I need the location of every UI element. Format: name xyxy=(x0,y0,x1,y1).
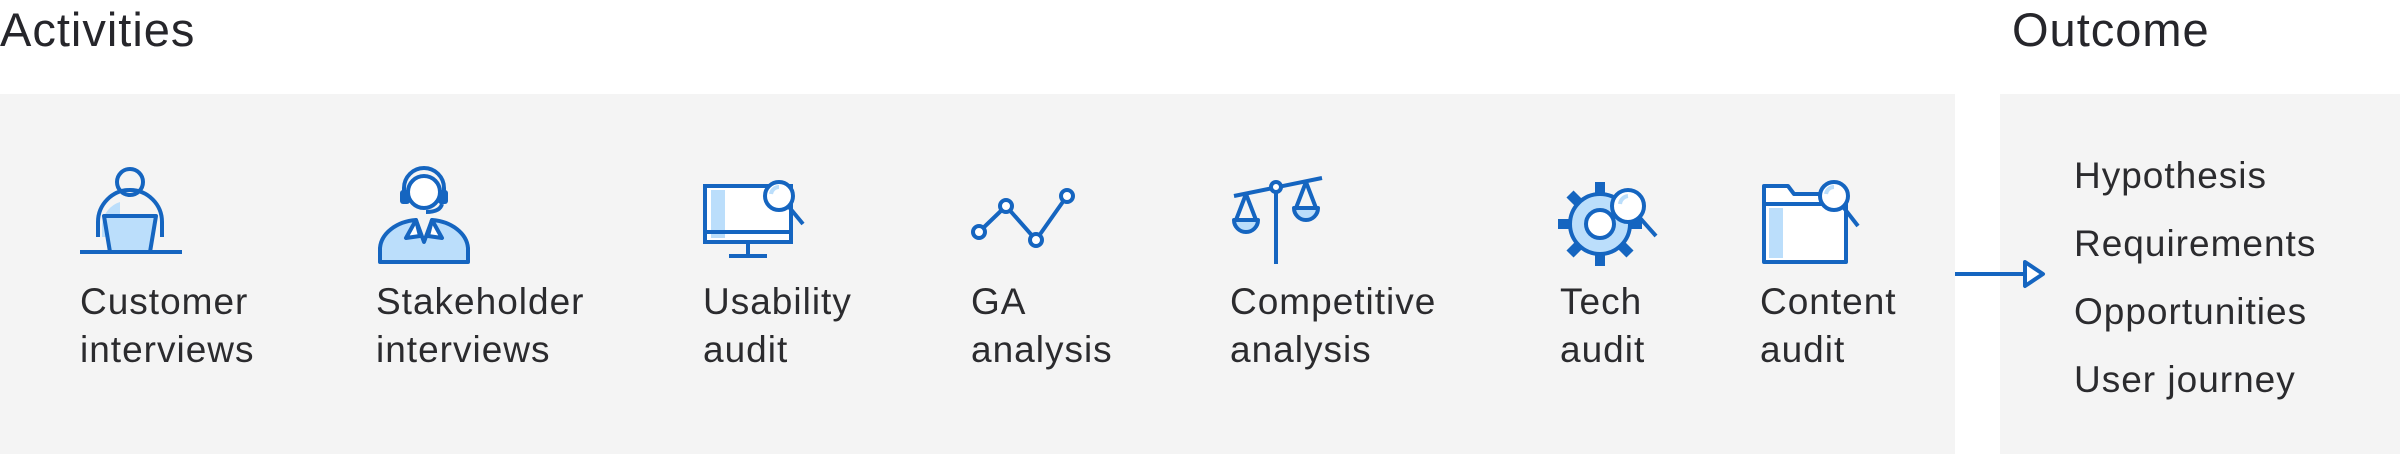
balance-scale-icon xyxy=(1232,176,1323,264)
outcome-item: Requirements xyxy=(2074,223,2317,264)
activity-content-audit: Content audit xyxy=(1760,94,2020,394)
activity-label: GA analysis xyxy=(971,281,1113,370)
customer-interview-icon xyxy=(80,167,182,254)
gear-magnifier-icon xyxy=(1558,182,1658,266)
outcome-item: Opportunities xyxy=(2074,291,2308,332)
flow-arrow-icon xyxy=(1955,260,2045,288)
activity-label: Customer interviews xyxy=(80,281,255,370)
activity-tech-audit: Tech audit xyxy=(1558,94,1820,394)
activity-customer-interviews: Customer interviews xyxy=(80,94,340,394)
folder-magnifier-icon xyxy=(1762,180,1860,264)
activity-label: Competitive analysis xyxy=(1230,281,1437,370)
outcome-item: Hypothesis xyxy=(2074,155,2268,196)
activity-label: Tech audit xyxy=(1560,281,1646,370)
activity-label: Content audit xyxy=(1760,281,1897,370)
activity-stakeholder-interviews: Stakeholder interviews xyxy=(376,94,636,394)
activity-ga-analysis: GA analysis xyxy=(971,94,1231,394)
outcome-heading: Outcome xyxy=(2012,3,2210,56)
outcome-item: User journey xyxy=(2074,359,2296,400)
activities-panel xyxy=(0,94,1955,454)
activities-heading: Activities xyxy=(0,3,196,56)
outcome-panel xyxy=(2000,94,2400,454)
monitor-magnifier-icon xyxy=(703,180,805,258)
activity-label: Usability audit xyxy=(703,281,852,370)
activity-competitive-analysis: Competitive analysis xyxy=(1230,94,1490,394)
stakeholder-headset-icon xyxy=(378,166,470,264)
outcome-list: Hypothesis Requirements Opportunities Us… xyxy=(2074,148,2316,420)
activity-label: Stakeholder interviews xyxy=(376,281,585,370)
line-graph-icon xyxy=(971,188,1075,248)
activity-usability-audit: Usability audit xyxy=(703,94,963,394)
